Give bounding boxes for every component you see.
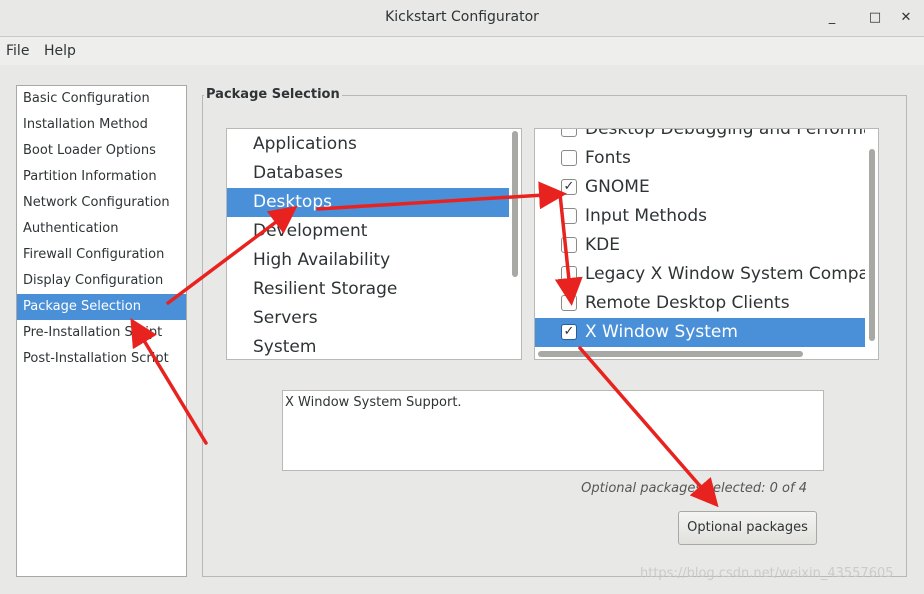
checkbox-checked-icon[interactable]: ✓ — [561, 179, 577, 195]
category-item[interactable]: Development — [253, 221, 368, 241]
group-item[interactable]: Remote Desktop Clients — [535, 289, 865, 318]
group-horizontal-scrollbar[interactable] — [538, 351, 803, 357]
sidebar-item-installation-method[interactable]: Installation Method — [23, 117, 148, 132]
window-title: Kickstart Configurator — [385, 9, 539, 25]
group-item[interactable]: KDE — [535, 231, 865, 260]
group-item[interactable]: Fonts — [535, 144, 865, 173]
sidebar-item-firewall-configuration[interactable]: Firewall Configuration — [23, 247, 165, 262]
checkbox-icon[interactable] — [561, 295, 577, 311]
category-item-selected[interactable]: Desktops — [227, 188, 509, 217]
sidebar-item-pre-installation-script[interactable]: Pre-Installation Script — [23, 325, 163, 340]
menu-help[interactable]: Help — [44, 43, 76, 59]
group-item[interactable]: ✓ GNOME — [535, 173, 865, 202]
category-item[interactable]: Servers — [253, 308, 318, 328]
watermark: https://blog.csdn.net/weixin_43557605 — [640, 566, 894, 581]
optional-packages-button[interactable]: Optional packages — [678, 511, 817, 545]
group-item[interactable]: Legacy X Window System Compati — [535, 260, 865, 289]
menu-file[interactable]: File — [6, 43, 30, 59]
category-item[interactable]: System — [253, 337, 317, 357]
checkbox-icon[interactable] — [561, 129, 577, 137]
sidebar-item-post-installation-script[interactable]: Post-Installation Script — [23, 351, 169, 366]
category-item[interactable]: Applications — [253, 134, 357, 154]
menu-bar: File Help — [0, 37, 924, 65]
frame-label: Package Selection — [204, 87, 342, 102]
category-item[interactable]: Databases — [253, 163, 343, 183]
sidebar-item-boot-loader-options[interactable]: Boot Loader Options — [23, 143, 156, 158]
sidebar: Basic Configuration Installation Method … — [16, 85, 187, 577]
group-item[interactable]: Desktop Debugging and Performan — [535, 129, 865, 144]
optional-packages-status: Optional packages selected: 0 of 4 — [581, 481, 807, 496]
category-scrollbar[interactable] — [512, 131, 518, 277]
group-item-selected[interactable]: ✓ X Window System — [535, 318, 865, 347]
group-item[interactable]: Input Methods — [535, 202, 865, 231]
main-content: Basic Configuration Installation Method … — [0, 65, 924, 594]
sidebar-item-package-selection[interactable]: Package Selection — [17, 294, 186, 320]
sidebar-item-authentication[interactable]: Authentication — [23, 221, 119, 236]
checkbox-icon[interactable] — [561, 266, 577, 282]
close-icon[interactable]: ✕ — [900, 10, 912, 25]
checkbox-icon[interactable] — [561, 237, 577, 253]
title-bar: Kickstart Configurator _ □ ✕ — [0, 0, 924, 37]
category-list[interactable]: Applications Databases Desktops Developm… — [226, 128, 522, 360]
sidebar-item-partition-information[interactable]: Partition Information — [23, 169, 157, 184]
category-item[interactable]: Resilient Storage — [253, 279, 398, 299]
checkbox-icon[interactable] — [561, 208, 577, 224]
sidebar-item-network-configuration[interactable]: Network Configuration — [23, 195, 170, 210]
checkbox-checked-icon[interactable]: ✓ — [561, 324, 577, 340]
minimize-icon[interactable]: _ — [828, 10, 836, 25]
group-list[interactable]: Desktop Debugging and Performan Fonts ✓ … — [534, 128, 879, 360]
description-box: X Window System Support. — [282, 390, 824, 471]
maximize-icon[interactable]: □ — [868, 10, 882, 25]
category-item[interactable]: High Availability — [253, 250, 391, 270]
checkbox-icon[interactable] — [561, 150, 577, 166]
sidebar-item-display-configuration[interactable]: Display Configuration — [23, 273, 164, 288]
group-vertical-scrollbar[interactable] — [869, 149, 875, 341]
sidebar-item-basic-configuration[interactable]: Basic Configuration — [23, 91, 150, 106]
